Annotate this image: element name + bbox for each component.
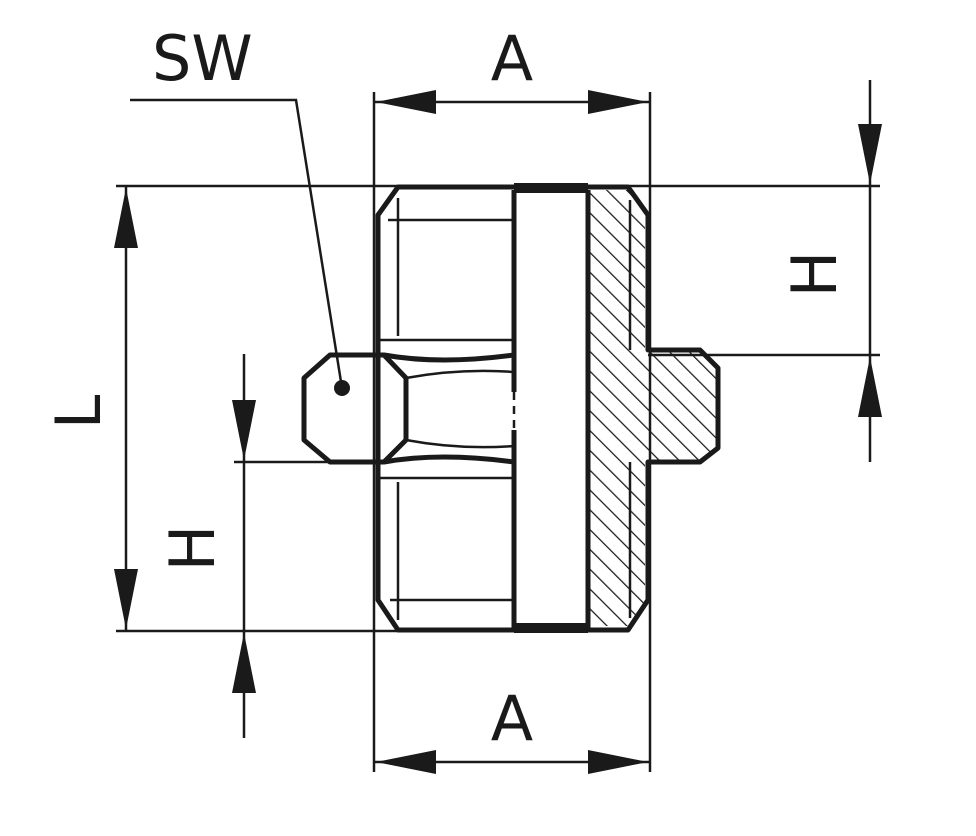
hex-nut [301, 352, 409, 465]
label-a-bottom: A [491, 682, 533, 755]
dim-a-bottom-arrow-right [588, 750, 648, 774]
dim-a-top-arrow-left [376, 90, 436, 114]
dimension-labels: SW A A H H L [42, 22, 851, 755]
label-l: L [42, 394, 115, 429]
collar-band-bottom [514, 623, 588, 633]
dim-l-arrow-bottom [114, 569, 138, 629]
dim-h-right-arrow-top [858, 124, 882, 184]
dimension-lines [114, 80, 882, 774]
hatched-section [588, 190, 718, 626]
label-a-top: A [491, 22, 533, 95]
dim-l-arrow-top [114, 188, 138, 248]
label-sw: SW [152, 22, 253, 95]
dim-a-top-arrow-right [588, 90, 648, 114]
dim-a-bottom-arrow-left [376, 750, 436, 774]
hex-neck [383, 352, 515, 465]
dim-h-left-arrow-bottom [232, 633, 256, 693]
label-h-right: H [778, 251, 851, 298]
dim-h-left-arrow-top [232, 400, 256, 460]
fitting-body [301, 183, 721, 633]
label-h-left: H [156, 525, 229, 572]
body-outline [375, 184, 721, 633]
hex-neck-inner [405, 369, 515, 449]
dim-h-right-arrow-bottom [858, 357, 882, 417]
collar-band-top [514, 183, 588, 193]
sw-leader-line [130, 98, 344, 389]
